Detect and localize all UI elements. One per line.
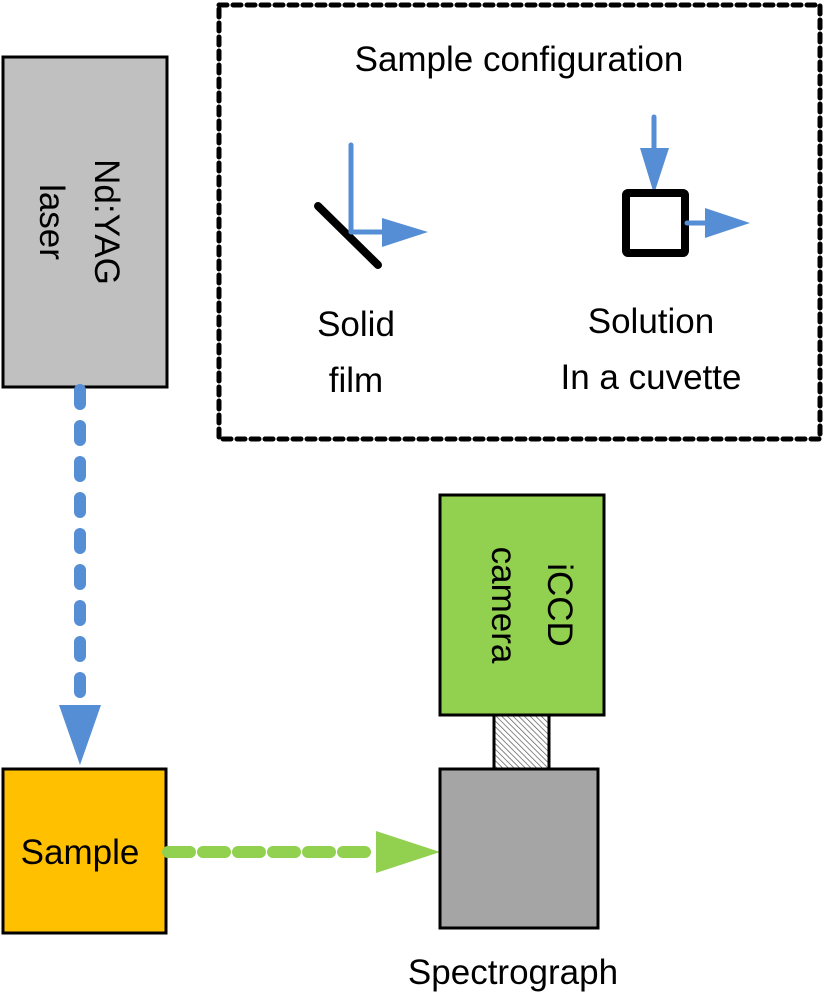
sample-box: Sample xyxy=(1,767,168,935)
camera-label-line1: iCCD xyxy=(540,563,579,647)
spectrograph-label: Spectrograph xyxy=(408,953,618,992)
camera-coupler xyxy=(492,713,551,771)
config-label-solid-line2: film xyxy=(329,361,383,400)
laser-box: Nd:YAG laser xyxy=(1,55,169,389)
tilted-film-icon xyxy=(314,142,428,269)
camera-box: iCCD camera xyxy=(438,493,606,717)
laser-label-line2: laser xyxy=(32,184,71,260)
spectrograph-box: Spectrograph xyxy=(408,767,618,992)
config-label-solid-line1: Solid xyxy=(317,305,395,344)
laser-beam-arrow xyxy=(59,384,101,765)
sample-label: Sample xyxy=(21,833,140,872)
camera-label-line2: camera xyxy=(484,547,523,664)
inset-title: Sample configuration xyxy=(355,40,684,79)
laser-label-line1: Nd:YAG xyxy=(87,159,126,285)
emission-beam-arrow xyxy=(162,831,440,873)
config-label-solution-line2: In a cuvette xyxy=(561,358,742,397)
config-label-solution-line1: Solution xyxy=(588,302,714,341)
sample-configuration-inset: Sample configuration Solid film Solution… xyxy=(216,2,823,442)
cuvette-icon xyxy=(622,114,750,257)
